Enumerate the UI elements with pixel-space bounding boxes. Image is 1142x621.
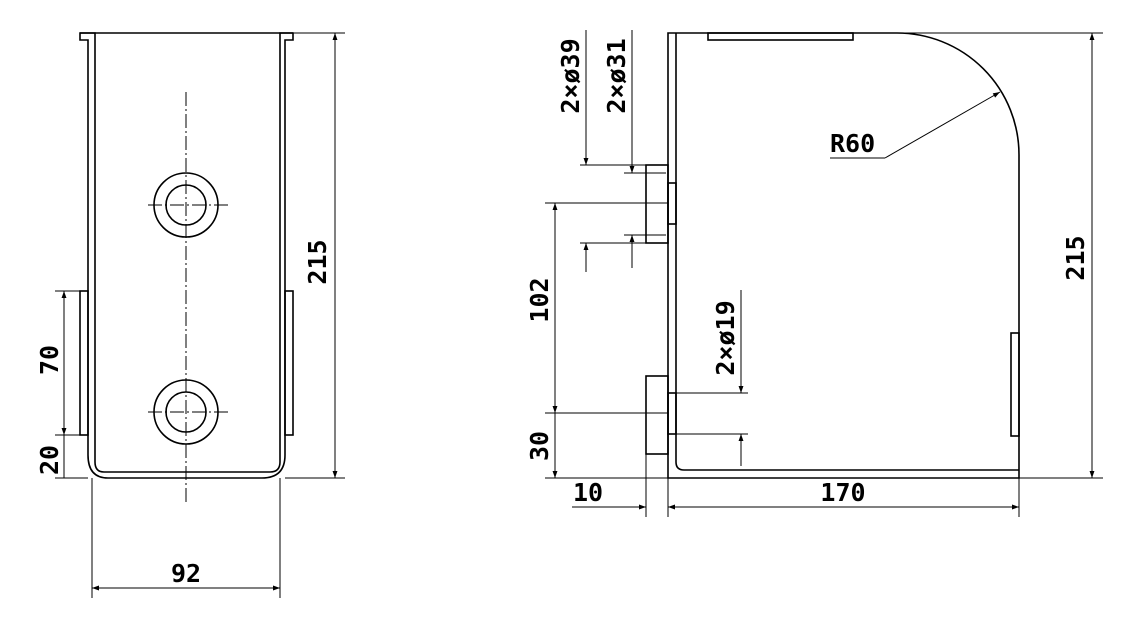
front-hole-lower — [148, 379, 228, 445]
side-top-slot — [707, 32, 854, 41]
front-body-outline — [79, 32, 294, 479]
side-dim-lower-hole: 2×ø19 — [676, 290, 748, 466]
front-slot-offset-label: 20 — [35, 445, 64, 475]
side-radius-callout: R60 — [830, 91, 1001, 159]
side-dim-bottom: 10 170 — [572, 454, 1020, 517]
side-boss-lower — [645, 375, 677, 455]
side-dim-height: 215 — [897, 32, 1103, 479]
side-boss-upper — [645, 164, 677, 244]
side-dim-hole-spacing: 102 — [525, 202, 668, 414]
side-right-slot — [1010, 332, 1020, 437]
front-dim-height: 215 — [285, 32, 345, 479]
side-body-outline — [667, 32, 1020, 479]
side-hole-offset-label: 30 — [525, 431, 554, 461]
side-height-label: 215 — [1061, 235, 1090, 280]
front-width-label: 92 — [171, 559, 201, 588]
front-hole-upper — [148, 172, 228, 238]
front-slot-length-label: 70 — [35, 345, 64, 375]
side-dim-hole-offset: 30 — [525, 413, 668, 479]
side-hole-small-label: 2×ø19 — [711, 300, 740, 375]
front-height-label: 215 — [303, 239, 332, 284]
side-hole-large-label: 2×ø39 — [556, 38, 585, 113]
side-dim-upper-holes: 2×ø39 2×ø31 — [556, 30, 666, 272]
side-view: 215 R60 2×ø39 2×ø31 102 — [525, 30, 1103, 517]
side-base-length-label: 170 — [820, 478, 865, 507]
side-hole-spacing-label: 102 — [525, 277, 554, 322]
front-dim-slot: 70 — [35, 290, 80, 436]
side-hole-medium-label: 2×ø31 — [602, 38, 631, 113]
front-slot-right — [284, 290, 294, 436]
front-slot-left — [79, 290, 89, 436]
front-dim-slot-offset: 20 — [35, 435, 88, 479]
front-view: 215 70 20 92 — [35, 32, 345, 598]
side-radius-label: R60 — [830, 129, 875, 158]
front-dim-width: 92 — [91, 478, 281, 598]
side-thickness-label: 10 — [573, 478, 603, 507]
